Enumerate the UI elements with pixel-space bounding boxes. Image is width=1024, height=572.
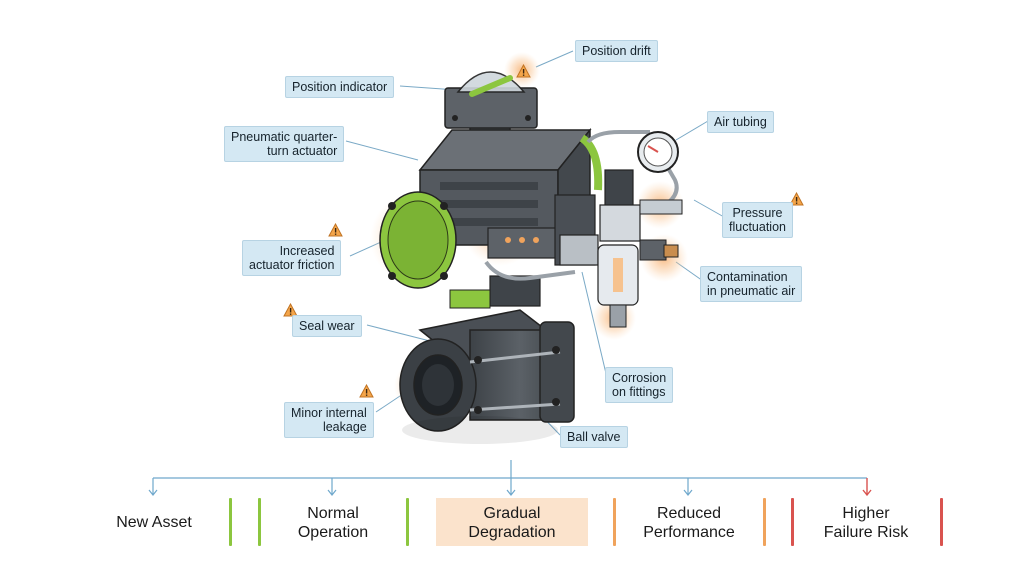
callout-corrosion: Corrosion on fittings xyxy=(605,367,674,403)
callout-text-2: turn actuator xyxy=(267,144,338,158)
callout-text-2: leakage xyxy=(322,420,367,434)
ball-valve-graphic xyxy=(399,309,575,444)
callout-actuator-friction: Increased actuator friction xyxy=(242,240,342,276)
callout-contamination: Contamination in pneumatic air xyxy=(700,266,803,302)
filter-regulator-graphic xyxy=(597,169,683,328)
stage-label-line: Higher xyxy=(842,505,890,522)
stage-reduced-performance: Reduced Performance xyxy=(623,504,755,542)
callout-text-1: Pneumatic quarter- xyxy=(231,130,338,144)
timeline-bracket xyxy=(148,460,867,496)
callout-text: Air tubing xyxy=(714,115,767,129)
callout-pressure-fluctuation: Pressure fluctuation xyxy=(722,202,793,238)
warning-icon-seal xyxy=(283,303,298,317)
callout-position-drift: Position drift xyxy=(575,40,658,62)
callout-actuator: Pneumatic quarter- turn actuator xyxy=(224,126,345,162)
stage-divider xyxy=(258,498,261,546)
warning-icon-friction xyxy=(328,223,343,237)
stage-divider xyxy=(763,498,766,546)
degradation-highlight xyxy=(436,498,588,546)
stage-gradual-degradation: Gradual Degradation xyxy=(440,504,584,542)
callout-text-1: Pressure xyxy=(732,206,783,220)
warning-icon-leakage xyxy=(359,384,374,398)
callout-ball-valve: Ball valve xyxy=(560,426,628,448)
callout-text: Seal wear xyxy=(299,319,355,333)
callout-text-2: actuator friction xyxy=(249,258,335,272)
callout-seal-wear: Seal wear xyxy=(292,315,362,337)
callout-position-indicator: Position indicator xyxy=(285,76,395,98)
callout-text-2: fluctuation xyxy=(729,220,786,234)
callout-text-1: Increased xyxy=(279,244,335,258)
pressure-gauge-graphic xyxy=(637,131,679,173)
warning-icon-position-drift xyxy=(516,64,531,78)
callout-text: Ball valve xyxy=(567,430,621,444)
callout-air-tubing: Air tubing xyxy=(707,111,774,133)
stage-label-line: Performance xyxy=(643,524,735,541)
stage-new-asset: New Asset xyxy=(92,513,216,532)
stage-divider xyxy=(791,498,794,546)
timeline-risk-arrow xyxy=(862,478,872,497)
stage-label-line: Operation xyxy=(297,524,369,541)
callout-text-2: on fittings xyxy=(612,385,666,399)
stage-label-line: Failure Risk xyxy=(823,524,909,541)
callout-text-1: Minor internal xyxy=(291,406,367,420)
stage-label-line: New Asset xyxy=(116,514,192,531)
stage-label-line: Reduced xyxy=(656,505,722,522)
stage-divider xyxy=(406,498,409,546)
callout-text-1: Contamination xyxy=(707,270,788,284)
callout-text-1: Corrosion xyxy=(612,371,667,385)
callout-text: Position drift xyxy=(582,44,651,58)
stage-normal-operation: Normal Operation xyxy=(272,504,394,542)
stage-divider xyxy=(613,498,616,546)
stage-divider xyxy=(229,498,232,546)
stage-divider xyxy=(940,498,943,546)
callout-internal-leakage: Minor internal leakage xyxy=(284,402,374,438)
stage-label-line: Normal xyxy=(307,505,359,522)
stage-label-line: Degradation xyxy=(468,524,556,541)
stage-label-line: Gradual xyxy=(483,505,541,522)
callout-text: Position indicator xyxy=(292,80,388,94)
actuator-graphic xyxy=(379,127,603,309)
callout-text-2: in pneumatic air xyxy=(707,284,796,298)
warning-icon-pressure xyxy=(789,192,804,206)
stage-higher-failure-risk: Higher Failure Risk xyxy=(800,504,932,542)
